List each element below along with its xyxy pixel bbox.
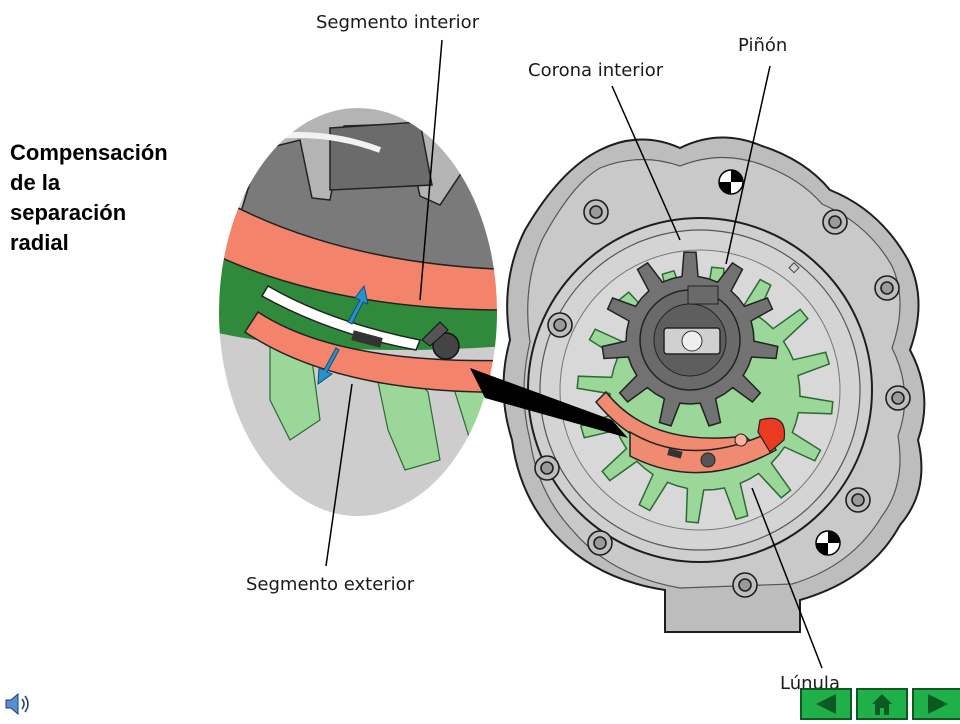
title-line-2: de la bbox=[10, 170, 61, 195]
pinion-hub bbox=[639, 285, 741, 391]
label-segmento-interior: Segmento interior bbox=[316, 12, 480, 33]
radial-arrows bbox=[317, 284, 369, 386]
magnified-detail bbox=[217, 106, 628, 518]
locating-mark-bottom bbox=[815, 530, 841, 556]
title-line-1: Compensación bbox=[10, 140, 168, 165]
locating-mark-top bbox=[718, 169, 744, 195]
label-corona-interior: Corona interior bbox=[528, 60, 664, 81]
crescent-segments bbox=[594, 390, 786, 474]
navigation-bar bbox=[800, 688, 960, 720]
next-button[interactable] bbox=[912, 688, 960, 720]
previous-button[interactable] bbox=[800, 688, 852, 720]
home-button[interactable] bbox=[856, 688, 908, 720]
speaker-icon[interactable] bbox=[2, 688, 34, 720]
title-line-3: separación bbox=[10, 200, 127, 225]
diagram-title: Compensación de la separación radial bbox=[10, 138, 210, 258]
arrow-right-icon bbox=[928, 694, 948, 714]
leader-lines bbox=[325, 39, 823, 669]
label-segmento-exterior: Segmento exterior bbox=[246, 574, 415, 595]
home-icon bbox=[872, 694, 892, 715]
arrow-left-icon bbox=[816, 694, 836, 714]
title-line-4: radial bbox=[10, 230, 69, 255]
label-pinon: Piñón bbox=[738, 35, 788, 56]
